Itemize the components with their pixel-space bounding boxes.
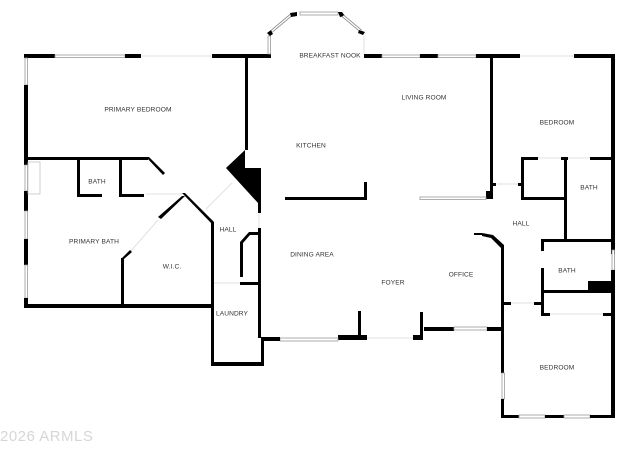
room-label-bedroom-ne: BEDROOM <box>539 119 575 127</box>
room-label-living-room: LIVING ROOM <box>401 94 447 102</box>
room-label-bedroom-se: BEDROOM <box>539 364 575 372</box>
room-label-dining-area: DINING AREA <box>290 251 334 259</box>
copyright-watermark: 2026 ARMLS <box>0 428 94 445</box>
room-label-hall-east: HALL <box>512 220 530 228</box>
room-label-breakfast-nook: BREAKFAST NOOK <box>299 52 361 60</box>
room-label-hall-west: HALL <box>219 226 237 234</box>
room-label-primary-bedroom: PRIMARY BEDROOM <box>104 106 172 114</box>
room-label-office: OFFICE <box>448 271 474 279</box>
room-label-bath-ne: BATH <box>580 184 598 192</box>
room-label-bath-e: BATH <box>558 267 576 275</box>
room-label-bath-primary-small: BATH <box>88 178 106 186</box>
room-label-kitchen: KITCHEN <box>296 142 326 150</box>
room-label-foyer: FOYER <box>381 279 405 287</box>
room-label-wic: W.I.C. <box>162 263 182 271</box>
room-label-primary-bath: PRIMARY BATH <box>69 238 119 246</box>
room-label-laundry: LAUNDRY <box>215 310 249 318</box>
